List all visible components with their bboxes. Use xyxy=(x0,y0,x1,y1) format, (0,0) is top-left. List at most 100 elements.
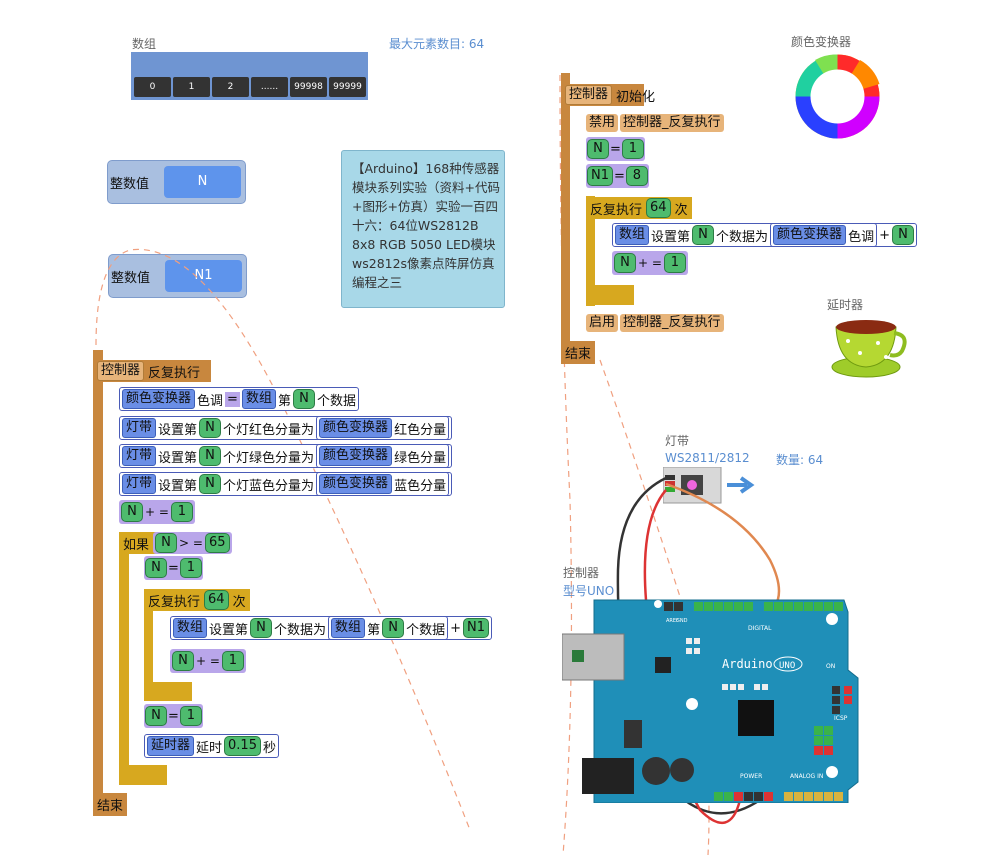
strip-green-statement[interactable]: 灯带 设置第 N 个灯绿色分量为 颜色变换器绿色分量 xyxy=(119,444,453,468)
var-n[interactable]: N xyxy=(250,618,273,638)
reset-n-statement[interactable]: N=1 xyxy=(144,556,203,580)
loop-spine xyxy=(586,196,595,306)
increment-statement[interactable]: N+ =1 xyxy=(119,500,195,524)
array-pill[interactable]: 数组 xyxy=(615,225,650,245)
value-1[interactable]: 1 xyxy=(170,502,193,522)
strip-red-statement[interactable]: 灯带 设置第 N 个灯红色分量为 颜色变换器红色分量 xyxy=(119,416,453,440)
var-n[interactable]: N xyxy=(145,706,167,726)
array-set-statement[interactable]: 数组 设置第 N 个数据为 颜色变换器色调 + N xyxy=(612,223,917,247)
var-n[interactable]: N xyxy=(614,253,636,273)
var-n[interactable]: N xyxy=(121,502,143,522)
var-n[interactable]: N xyxy=(199,446,222,466)
assign-n1-statement[interactable]: N1=8 xyxy=(586,164,649,188)
loop-count[interactable]: 64 xyxy=(646,198,671,218)
board-gnd: GND xyxy=(676,618,688,624)
comment-note[interactable]: 【Arduino】168种传感器模块系列实验（资料+代码+图形+仿真）实验一百四… xyxy=(341,150,505,308)
value-65[interactable]: 65 xyxy=(204,533,230,553)
var-n[interactable]: N xyxy=(155,533,178,553)
init-loop-header[interactable]: 反复执行 64 次 xyxy=(586,197,692,219)
di-label: 第 xyxy=(367,622,381,638)
value-1[interactable]: 1 xyxy=(179,706,202,726)
board-analog: ANALOG IN xyxy=(790,773,823,780)
loop-event-label: 反复执行 xyxy=(148,365,201,381)
value-8[interactable]: 8 xyxy=(625,166,648,186)
arduino-uno-board[interactable]: Arduino UNO ON ICSP POWER ANALOG IN DIGI… xyxy=(562,598,860,803)
increment-statement[interactable]: N+ =1 xyxy=(612,251,688,275)
color-wheel-icon[interactable] xyxy=(795,54,880,139)
int-var-n[interactable]: 整数值 N xyxy=(107,160,246,204)
blue-label: 个灯蓝色分量为 xyxy=(223,478,315,494)
value-1[interactable]: 1 xyxy=(621,139,644,159)
strip-count: 数量: 64 xyxy=(776,453,824,467)
var-n[interactable]: N xyxy=(891,225,914,245)
delay-pill[interactable]: 延时器 xyxy=(147,736,195,756)
var-n[interactable]: N xyxy=(587,139,609,159)
var-n[interactable]: N xyxy=(692,225,715,245)
reset-n-statement[interactable]: N=1 xyxy=(144,704,203,728)
strip-pill[interactable]: 灯带 xyxy=(122,446,157,466)
int-var-label: 整数值 xyxy=(111,271,151,286)
var-n[interactable]: N xyxy=(382,618,405,638)
init-block-header[interactable]: 控制器 初始化 xyxy=(561,84,655,106)
if-header[interactable]: 如果 N> =65 xyxy=(119,532,232,554)
hue-assign-statement[interactable]: 颜色变换器色调 = 数组 第 N 个数据 xyxy=(119,387,359,411)
array-cell[interactable]: 99998 xyxy=(290,77,327,97)
red-label: 个灯红色分量为 xyxy=(223,422,315,438)
disable-target[interactable]: 控制器_反复执行 xyxy=(620,114,724,132)
var-n[interactable]: N xyxy=(172,651,194,671)
set-nth-label: 设置第 xyxy=(158,422,198,438)
array-pill[interactable]: 数组 xyxy=(173,618,208,638)
value-1[interactable]: 1 xyxy=(221,651,244,671)
value-1[interactable]: 1 xyxy=(179,558,202,578)
enable-statement[interactable]: 启用 控制器_反复执行 xyxy=(586,312,724,334)
assign-n-statement[interactable]: N=1 xyxy=(586,137,645,161)
loop-block-header[interactable]: 控制器 反复执行 xyxy=(93,360,211,382)
nested-loop-header[interactable]: 反复执行 64 次 xyxy=(144,589,250,611)
controller-pill[interactable]: 控制器 xyxy=(565,85,613,105)
if-spine xyxy=(119,533,129,785)
delay-statement[interactable]: 延时器 延时 0.15 秒 xyxy=(144,734,279,758)
delay-value[interactable]: 0.15 xyxy=(224,736,261,756)
controller-model: 型号UNO xyxy=(563,584,615,598)
array-cell[interactable]: 1 xyxy=(173,77,210,97)
disable-statement[interactable]: 禁用 控制器_反复执行 xyxy=(586,112,724,134)
array-cell[interactable]: 0 xyxy=(134,77,171,97)
var-n[interactable]: N xyxy=(145,558,167,578)
board-icsp: ICSP xyxy=(834,715,848,722)
array-cell[interactable]: ...... xyxy=(251,77,288,97)
enable-target[interactable]: 控制器_反复执行 xyxy=(620,314,724,332)
color-converter-pill[interactable]: 颜色变换器 xyxy=(319,446,393,466)
controller-label: 控制器 xyxy=(563,566,600,580)
color-converter-pill[interactable]: 颜色变换器 xyxy=(773,225,847,245)
nth-data-as-label: 个数据为 xyxy=(274,622,327,638)
array-cell[interactable]: 99999 xyxy=(329,77,366,97)
var-n[interactable]: N xyxy=(199,418,222,438)
int-var-n1[interactable]: 整数值 N1 xyxy=(108,254,247,298)
strip-pill[interactable]: 灯带 xyxy=(122,474,157,494)
loop-count[interactable]: 64 xyxy=(204,590,229,610)
array-cell[interactable]: 2 xyxy=(212,77,249,97)
var-n[interactable]: N xyxy=(199,474,222,494)
color-converter-pill[interactable]: 颜色变换器 xyxy=(319,418,393,438)
int-var-value[interactable]: N xyxy=(164,166,241,198)
value-1[interactable]: 1 xyxy=(663,253,686,273)
loop-times-label: 次 xyxy=(232,594,246,610)
var-n[interactable]: N xyxy=(292,389,315,409)
int-var-value[interactable]: N1 xyxy=(165,260,242,292)
var-n1[interactable]: N1 xyxy=(463,618,489,638)
var-n1[interactable]: N1 xyxy=(587,166,613,186)
array-pill[interactable]: 数组 xyxy=(331,618,366,638)
strip-blue-statement[interactable]: 灯带 设置第 N 个灯蓝色分量为 颜色变换器蓝色分量 xyxy=(119,472,453,496)
increment-statement[interactable]: N+ =1 xyxy=(170,649,246,673)
array-pill[interactable]: 数组 xyxy=(241,389,276,409)
loop-end-label: 结束 xyxy=(93,793,128,816)
ge-data-label: 个数据 xyxy=(406,622,446,638)
teacup-icon[interactable] xyxy=(830,313,908,379)
ge-op: > = xyxy=(179,536,203,550)
color-converter-pill[interactable]: 颜色变换器 xyxy=(122,389,196,409)
led-strip-icon[interactable] xyxy=(663,467,758,505)
color-converter-pill[interactable]: 颜色变换器 xyxy=(319,474,393,494)
controller-pill[interactable]: 控制器 xyxy=(97,361,145,381)
strip-pill[interactable]: 灯带 xyxy=(122,418,157,438)
